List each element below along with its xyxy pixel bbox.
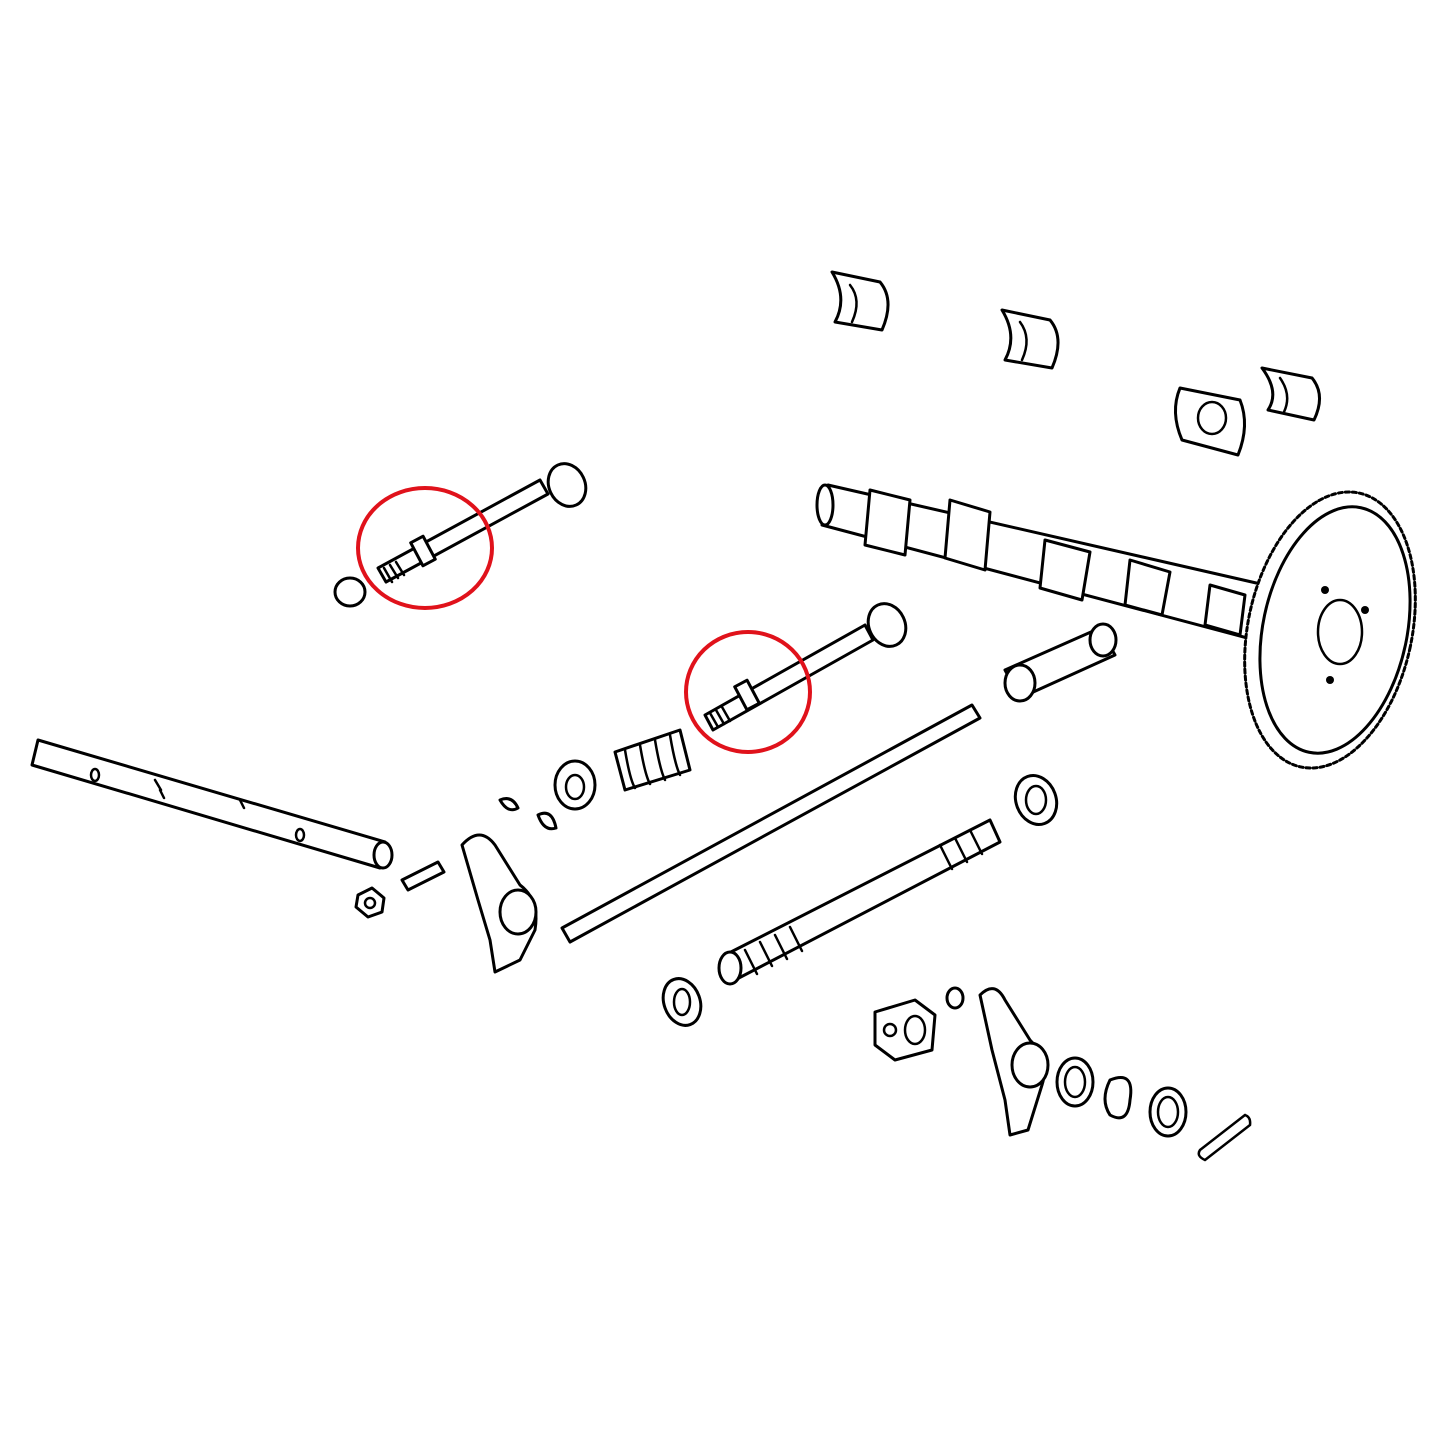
washer [661,977,703,1027]
rocker-arm [460,833,538,974]
bearing-shell [1000,308,1060,370]
valve-2 [703,602,908,732]
rocker-shaft [30,738,394,870]
tappet [1003,622,1118,703]
valve-keeper [498,797,520,812]
clip [1197,1113,1252,1162]
nut [354,886,386,919]
camshaft [815,483,1267,642]
ring [1055,1056,1095,1108]
bearing-block [873,998,937,1062]
small-ring [945,986,965,1010]
valve-keeper [536,811,558,831]
washer [1013,774,1059,826]
camshaft-gear [1243,490,1417,770]
highlight-circle-2 [684,630,812,754]
bearing-shell [830,270,890,332]
ring [1148,1086,1188,1138]
pin [400,860,446,892]
rocker-arm [978,987,1050,1137]
highlight-circle-1 [356,486,494,610]
valve-spring [613,728,692,792]
valve-1 [376,462,588,584]
threaded-shaft [717,818,1002,986]
bearing-shell [1174,386,1246,457]
spring-washer [1103,1076,1133,1120]
bearing-shell [1260,366,1321,422]
push-rod [560,703,982,944]
valve-cap [333,576,367,608]
spring-retainer [553,759,597,811]
